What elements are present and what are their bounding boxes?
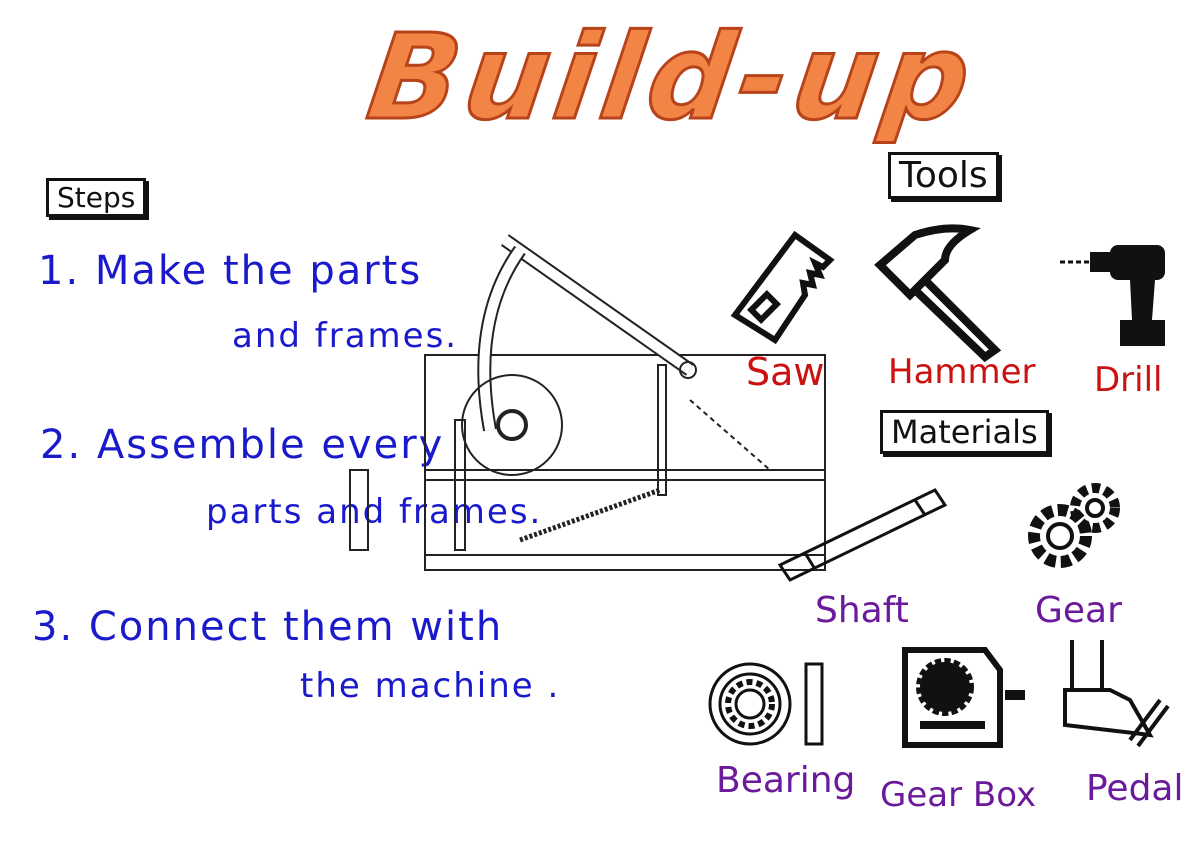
materials-heading: Materials: [880, 410, 1049, 454]
tool-label-drill: Drill: [1094, 360, 1163, 400]
tools-heading: Tools: [888, 152, 999, 199]
step-3-line1: 3. Connect them with: [32, 604, 504, 650]
gearbox-icon: [902, 647, 1025, 748]
material-label-bearing: Bearing: [716, 760, 856, 801]
step-3-line2: the machine .: [300, 666, 561, 706]
bearing-icon: [708, 662, 824, 746]
material-label-pedal: Pedal: [1086, 768, 1184, 809]
gear-icon: [1028, 483, 1120, 568]
material-label-gear: Gear: [1035, 590, 1122, 631]
material-label-shaft: Shaft: [815, 590, 909, 631]
step-1-line2: and frames.: [232, 316, 459, 356]
step-2-line2: parts and frames.: [206, 492, 543, 532]
hammer-icon: [874, 224, 1002, 363]
step-2-line1: 2. Assemble every: [40, 422, 445, 468]
drill-icon: [1060, 245, 1165, 346]
saw-icon: [730, 230, 835, 345]
steps-heading: Steps: [46, 178, 147, 217]
step-1-line1: 1. Make the parts: [38, 248, 423, 294]
tool-label-saw: Saw: [746, 350, 825, 394]
shaft-icon: [777, 488, 948, 582]
material-label-gearbox: Gear Box: [880, 775, 1037, 815]
pedal-icon: [1063, 640, 1170, 748]
tool-label-hammer: Hammer: [888, 352, 1036, 392]
